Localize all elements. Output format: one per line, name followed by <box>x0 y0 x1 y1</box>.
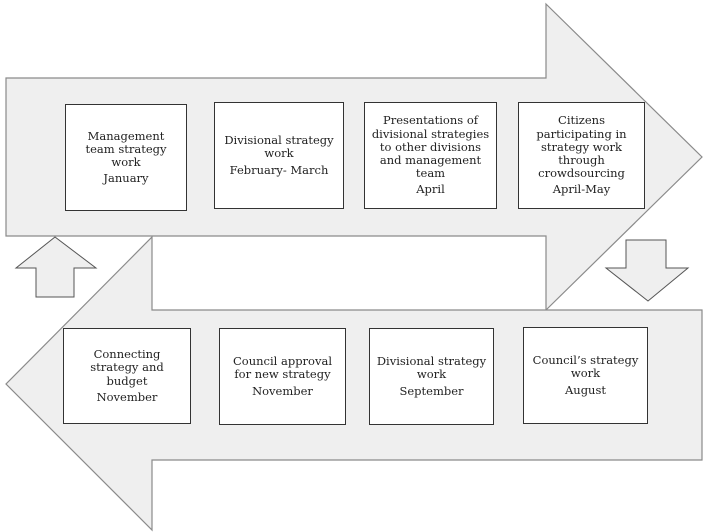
step-citizens-crowdsourcing: Citizens participating in strategy work … <box>518 102 645 209</box>
step-title: Citizens participating in strategy work … <box>536 113 627 181</box>
step-title: Council approval for new strategy <box>232 354 333 382</box>
step-title: Divisional strategy work <box>224 133 334 161</box>
step-period: April-May <box>552 182 611 197</box>
step-title: Presentations of divisional strategies t… <box>371 113 490 181</box>
step-title: Divisional strategy work <box>376 354 487 382</box>
step-period: August <box>564 382 606 397</box>
step-period: April <box>416 182 445 197</box>
step-period: November <box>252 383 313 398</box>
step-title: Management team strategy work <box>85 128 167 169</box>
step-presentations: Presentations of divisional strategies t… <box>364 102 497 209</box>
step-council-approval: Council approval for new strategy Novemb… <box>219 328 346 425</box>
step-management-team: Management team strategy work January <box>65 104 187 211</box>
top-right-arrow <box>5 2 703 312</box>
small-up-arrow <box>14 236 98 298</box>
step-period: November <box>96 389 158 404</box>
step-title: Connecting strategy and budget <box>90 347 164 388</box>
bottom-left-arrow <box>5 235 703 532</box>
step-divisional-feb-mar: Divisional strategy work February- March <box>214 102 344 209</box>
small-down-arrow <box>604 239 690 302</box>
step-divisional-september: Divisional strategy work September <box>369 328 494 425</box>
step-connecting-budget: Connecting strategy and budget November <box>63 328 191 424</box>
step-period: September <box>399 383 464 398</box>
step-period: February- March <box>229 162 329 177</box>
step-period: January <box>103 171 149 186</box>
step-title: Council’s strategy work <box>532 353 639 381</box>
step-council-strategy: Council’s strategy work August <box>523 327 648 424</box>
